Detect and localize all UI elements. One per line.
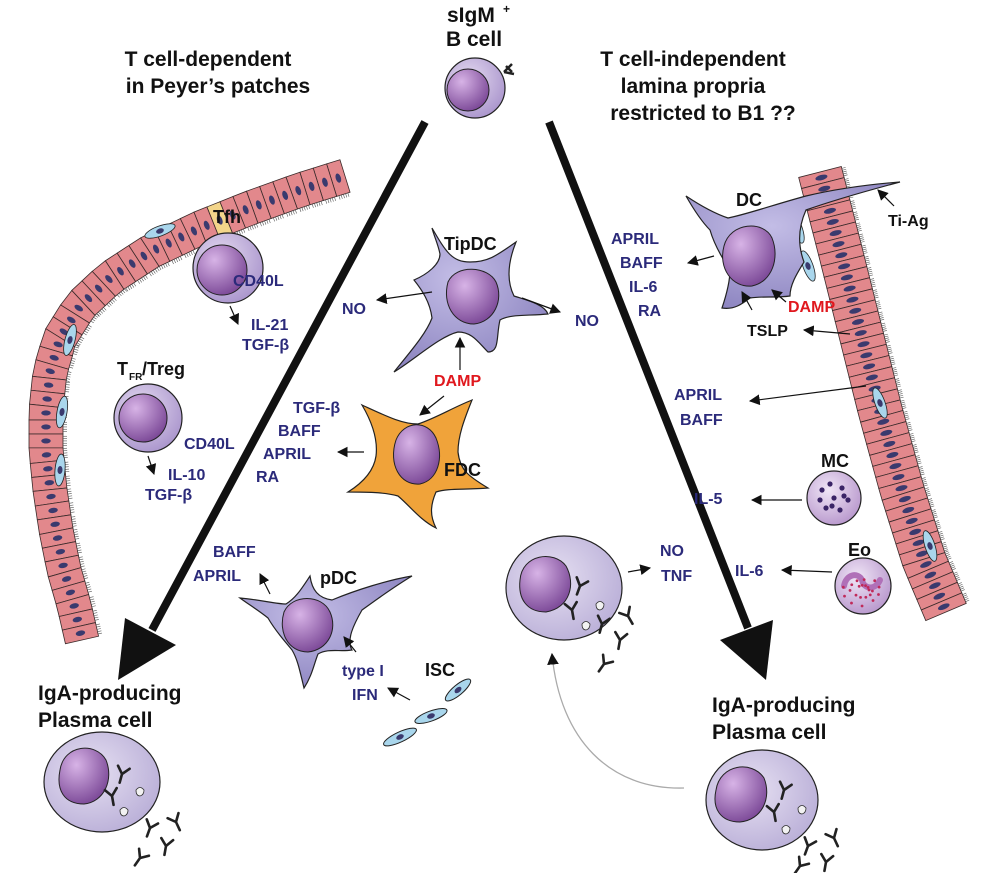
feedback-arrow — [547, 652, 685, 789]
treg-out-il10: IL-10 — [168, 467, 205, 484]
fdc-out-baff: BAFF — [278, 423, 321, 440]
eo-label: Eo — [848, 540, 871, 560]
treg-label-rest: /Treg — [142, 359, 185, 379]
antibody-icon — [166, 811, 182, 832]
tfh-cell — [192, 232, 264, 304]
antibody-icon — [575, 576, 590, 596]
antibody-icon — [160, 836, 175, 857]
antibody-icon — [133, 847, 151, 867]
right-heading-line-2: lamina propria — [621, 75, 766, 98]
plasma-cell-left — [43, 731, 161, 833]
plasma-right-line-1: IgA-producing — [712, 694, 855, 717]
fdc-out-ra: RA — [256, 469, 280, 486]
antibody-icon — [145, 818, 160, 838]
plasma-right-line-2: Plasma cell — [712, 721, 826, 744]
fdc-out-tgfb: TGF-β — [293, 400, 340, 417]
dc-out-ra: RA — [638, 303, 662, 320]
antibody-icon — [116, 764, 131, 784]
isc-out-ifn: IFN — [352, 687, 378, 704]
tipdc-out-no-right: NO — [575, 313, 599, 330]
antibody-icon — [778, 780, 793, 800]
antibody-group-middle — [563, 576, 634, 673]
pdc-out-baff: BAFF — [213, 544, 256, 561]
antibody-group-right — [765, 780, 840, 873]
pathway-arrow-right — [545, 120, 773, 680]
plasma-cell-middle — [505, 535, 623, 641]
damp-dc: DAMP — [788, 299, 835, 316]
treg-cd40l: CD40L — [184, 436, 235, 453]
right-heading-line-3: restricted to B1 ?? — [610, 102, 796, 125]
isc-cells — [383, 678, 472, 747]
antibody-icon — [824, 827, 840, 848]
treg-cell — [113, 383, 183, 453]
antibody-icon — [618, 605, 634, 626]
mc-label: MC — [821, 451, 849, 471]
antibody-icon — [803, 836, 818, 856]
b-cell-label-sigm: sIgM — [447, 4, 495, 27]
ti-ag-label: Ti-Ag — [888, 213, 929, 230]
tfh-label: Tfh — [213, 207, 241, 227]
isc-out-type-i: type I — [342, 663, 384, 680]
antibody-icon — [765, 802, 780, 823]
pdc-label: pDC — [320, 568, 357, 588]
mc-out-il5: IL-5 — [694, 491, 723, 508]
epithelium-right — [789, 166, 970, 622]
left-heading-line-1: T cell-dependent — [125, 48, 292, 71]
tipdc-out-no-left: NO — [342, 301, 366, 318]
dc-out-baff: BAFF — [620, 255, 663, 272]
left-heading-line-2: in Peyer’s patches — [126, 75, 310, 98]
pdc-out-april: APRIL — [193, 568, 241, 585]
treg-label-t: T — [117, 359, 128, 379]
tipdc-label: TipDC — [444, 234, 497, 254]
treg-label-sub: FR — [129, 372, 143, 383]
plasma-out-tnf: TNF — [661, 568, 692, 585]
dc-cell — [685, 181, 901, 309]
igm-receptor-icon — [503, 63, 515, 76]
antibody-icon — [596, 614, 611, 634]
tipdc-cell — [393, 227, 549, 373]
eo-out-il6: IL-6 — [735, 563, 764, 580]
antibody-group-left — [103, 764, 182, 867]
plasma-out-no: NO — [660, 543, 684, 560]
b-cell-label: B cell — [446, 28, 502, 51]
plasma-left-line-1: IgA-producing — [38, 682, 181, 705]
eosinophil-cell — [834, 557, 892, 615]
antibody-icon — [614, 630, 629, 651]
pdc-cell — [237, 574, 413, 690]
plasma-cell-right — [705, 749, 819, 851]
b-cell — [444, 57, 515, 119]
tslp-label: TSLP — [747, 323, 788, 340]
mast-cell — [806, 470, 862, 526]
antibody-icon — [597, 653, 615, 673]
fdc-label: FDC — [444, 460, 481, 480]
antibody-icon — [793, 855, 811, 873]
antibody-icon — [563, 600, 578, 621]
tfh-cd40l: CD40L — [233, 273, 284, 290]
antibody-icon — [103, 786, 118, 807]
damp-tipdc: DAMP — [434, 373, 481, 390]
plasma-left-line-2: Plasma cell — [38, 709, 152, 732]
isc-label: ISC — [425, 660, 455, 680]
fdc-out-april: APRIL — [263, 446, 311, 463]
dc-label: DC — [736, 190, 762, 210]
treg-out-tgfb: TGF-β — [145, 487, 192, 504]
right-heading-line-1: T cell-independent — [600, 48, 786, 71]
dc-out-il6: IL-6 — [629, 279, 658, 296]
dc-out-april: APRIL — [611, 231, 659, 248]
fdc-cell — [345, 398, 490, 530]
antibody-icon — [820, 852, 835, 873]
b-cell-label-plus: + — [503, 2, 510, 16]
epi-out-baff: BAFF — [680, 412, 723, 429]
tfh-out-il21: IL-21 — [251, 317, 288, 334]
tfh-out-tgfb: TGF-β — [242, 337, 289, 354]
pathway-arrow-left — [118, 120, 429, 680]
epi-out-april: APRIL — [674, 387, 722, 404]
epithelium-left — [28, 159, 351, 645]
